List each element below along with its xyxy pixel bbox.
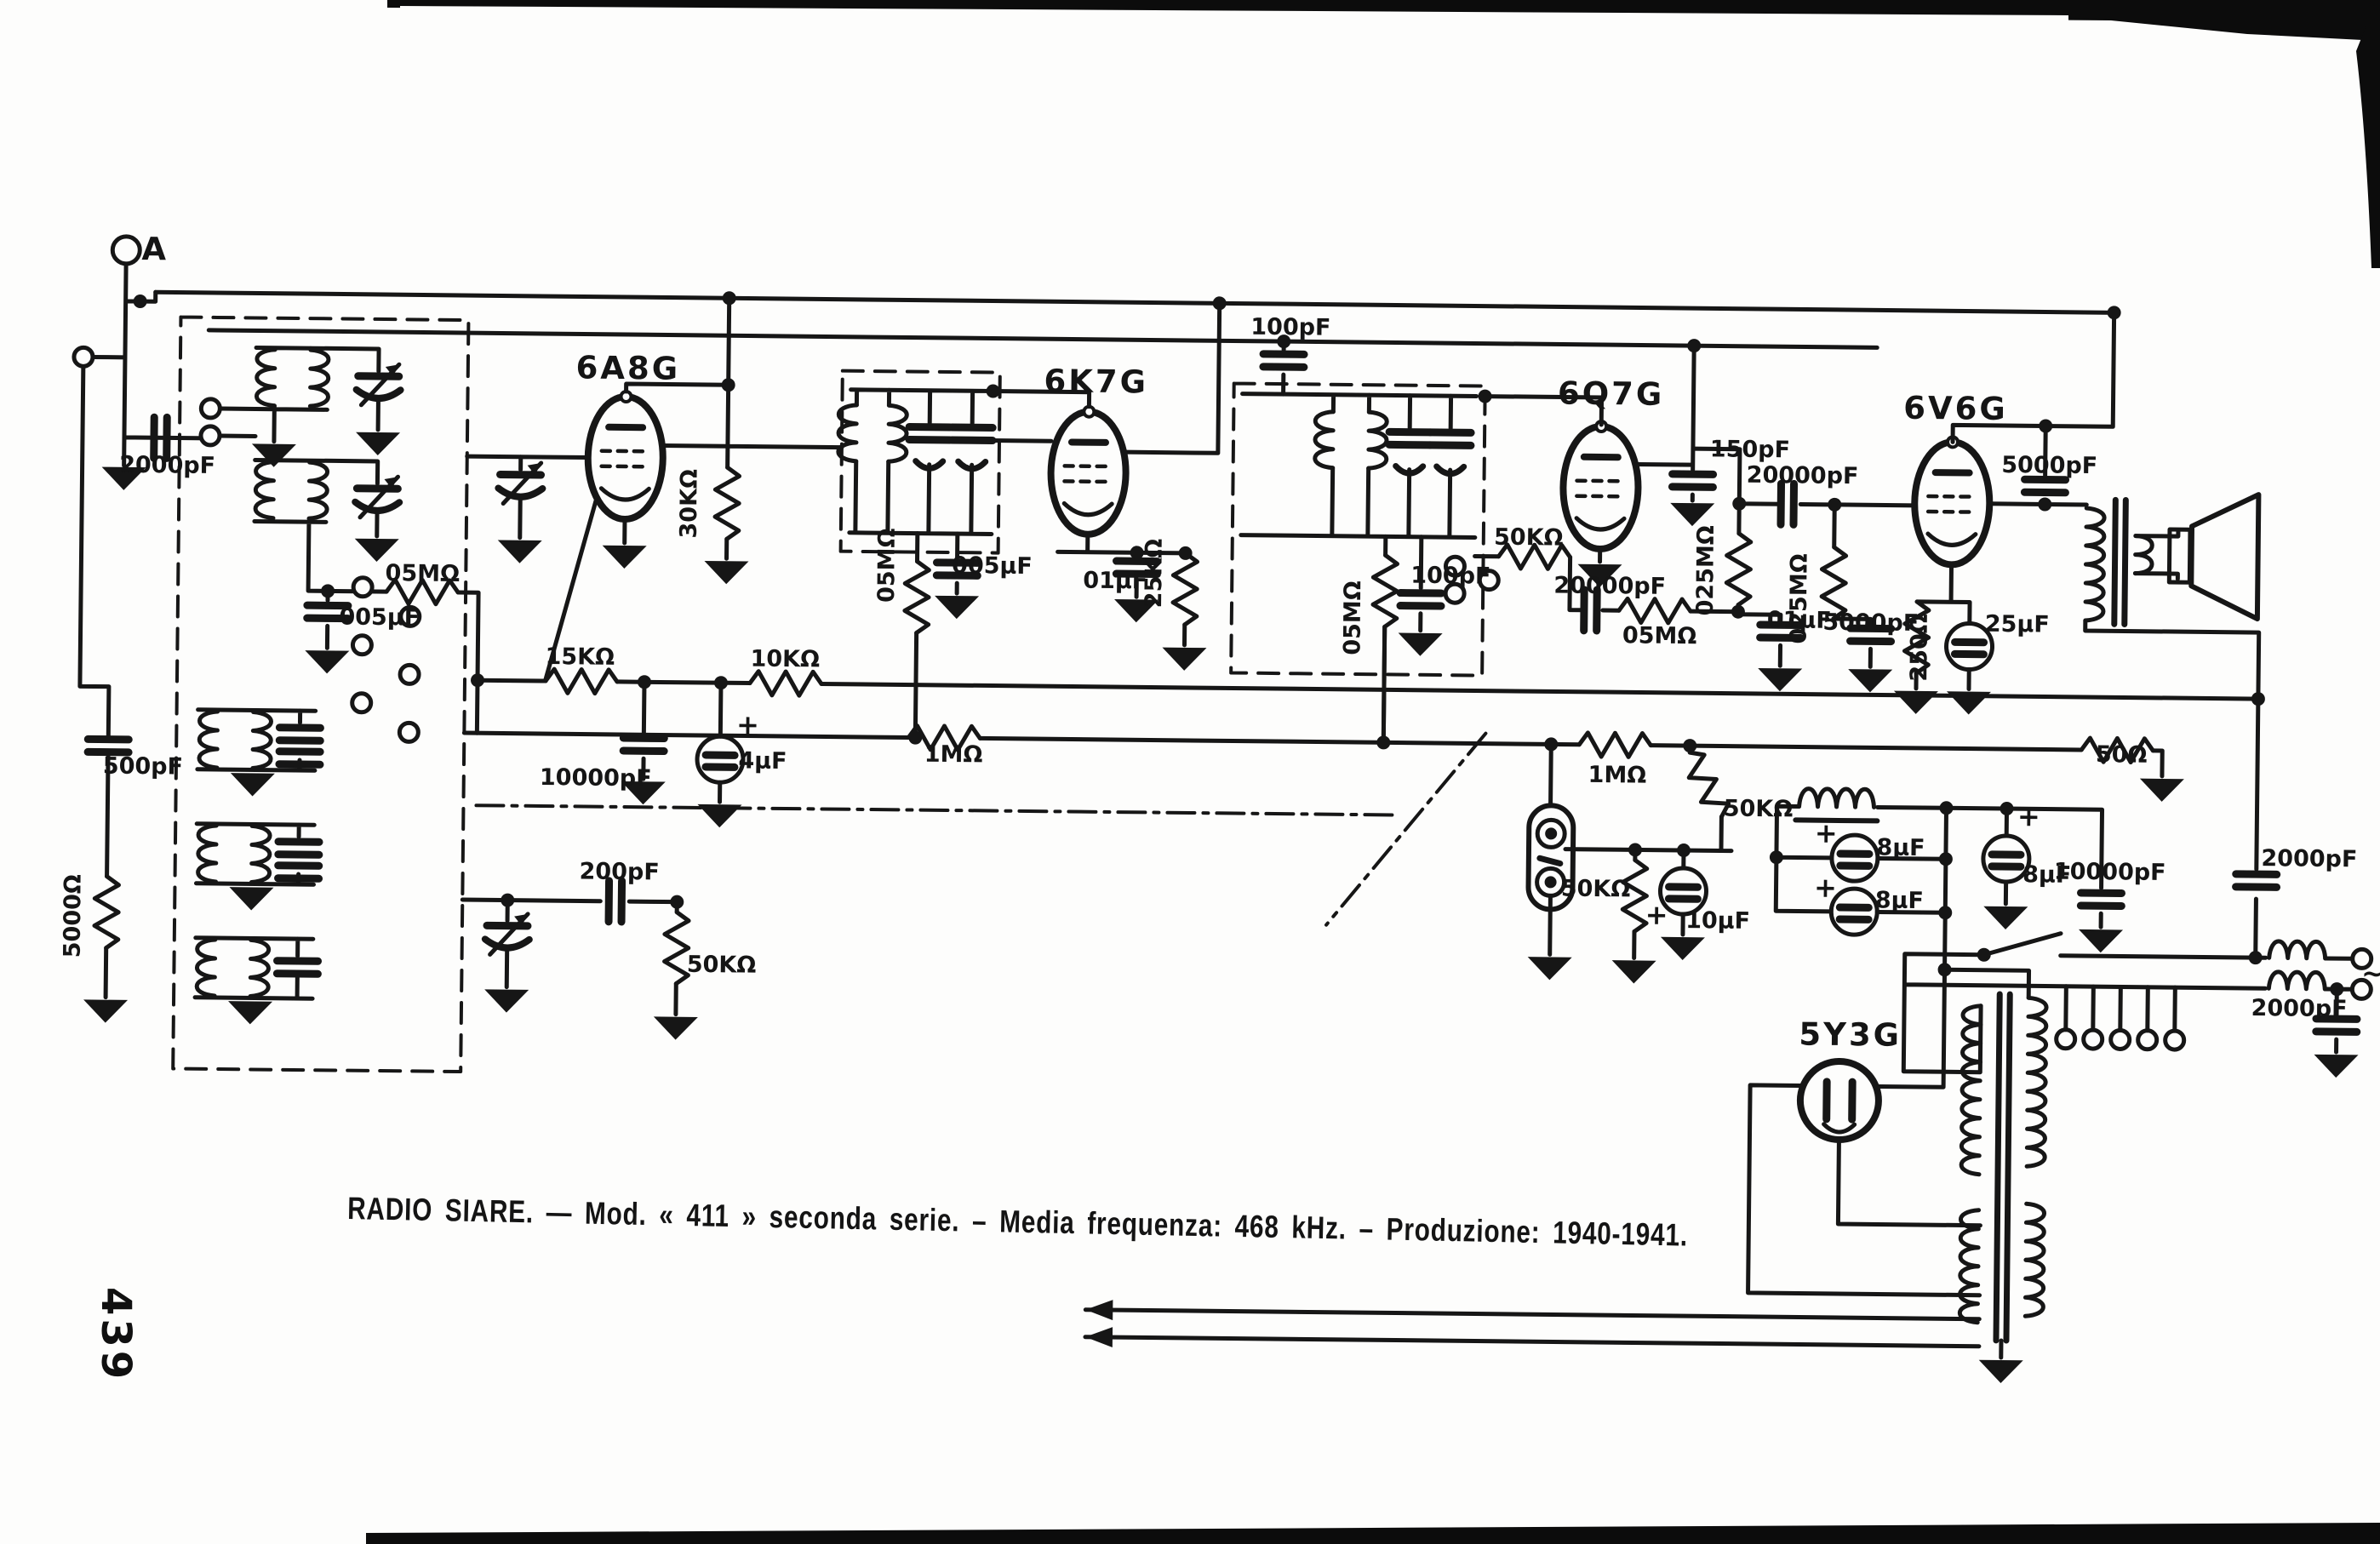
component-label: 01μF [1767, 607, 1832, 634]
component-label: 1MΩ [924, 741, 983, 769]
component-label: 5000pF [1822, 609, 1919, 637]
component-label: 100pF [1250, 314, 1330, 341]
component-label: 8μF [1876, 834, 1925, 861]
component-label: 20000pF [1553, 572, 1666, 599]
component-label: 1MΩ [1588, 762, 1646, 789]
component-label: 50Ω [2096, 741, 2148, 769]
component-label: 5000pF [2001, 452, 2097, 479]
component-label: + [1814, 872, 1837, 904]
component-label: 150pF [1710, 436, 1790, 463]
labels-layer: A 2000pF 500pF 5000Ω 05MΩ 005μF 6A8G 30KΩ 15KΩ 10… [60, 231, 2380, 1054]
component-label: 100pF [1410, 563, 1490, 590]
component-label: 01μF [1083, 568, 1147, 595]
component-label: 200pF [579, 858, 659, 885]
tube-label: 6K7G [1044, 363, 1148, 400]
tube-label: 6A8G [575, 349, 680, 386]
component-label: 05MΩ [385, 560, 460, 587]
component-label: 20000pF [1747, 462, 1859, 489]
component-label: 4μF [738, 747, 787, 775]
component-label: 250Ω [1906, 614, 1933, 682]
component-label: 50KΩ [1724, 796, 1794, 823]
component-label: 005μF [952, 552, 1033, 580]
component-label: 05MΩ [873, 528, 901, 603]
component-label: 15KΩ [545, 643, 615, 671]
caption: RADIO SIARE. — Mod. « 411 » seconda seri… [347, 1191, 1689, 1253]
component-label: ~ [2361, 957, 2380, 989]
component-label: + [2017, 800, 2040, 832]
scan-border-right [2356, 26, 2380, 268]
component-label: + [1815, 817, 1838, 849]
tube-label: 5Y3G [1799, 1015, 1902, 1053]
component-label: 005μF [339, 604, 420, 632]
component-label: 2000pF [119, 452, 215, 479]
component-label: 2000pF [2261, 845, 2357, 872]
component-label: 50KΩ [1561, 876, 1631, 903]
component-label: 05MΩ [1339, 580, 1366, 655]
component-label: 025MΩ [1692, 525, 1719, 616]
tube-label: A [141, 231, 169, 267]
component-label: 25μF [1985, 611, 2050, 638]
tube-label: 6V6G [1903, 390, 2008, 427]
component-label: 30KΩ [676, 469, 703, 539]
component-label: 25KΩ [1141, 539, 1168, 609]
component-label: 8μF [2022, 861, 2071, 889]
wires-layer [72, 234, 2379, 1387]
component-label: 10000pF [2054, 859, 2166, 886]
component-label: + [736, 708, 759, 741]
component-label: 5000Ω [60, 874, 87, 958]
component-label: 10KΩ [750, 646, 820, 673]
component-label: 025MΩ [1786, 553, 1813, 644]
scan-border-top [387, 0, 2380, 41]
component-label: 10000pF [540, 764, 652, 792]
component-label: 8μF [1875, 887, 1924, 914]
scan-border-bottom [366, 1523, 2380, 1544]
component-label: 10μF [1685, 907, 1750, 935]
component-label: + [1645, 899, 1668, 931]
component-label: 50KΩ [687, 952, 757, 979]
component-label: 2000pF [2251, 995, 2347, 1022]
tube-label: 6Q7G [1558, 375, 1665, 412]
component-label: 500pF [103, 753, 183, 781]
component-label: 05MΩ [1622, 622, 1697, 649]
page-number: 439 [92, 1287, 140, 1382]
component-label: 50KΩ [1494, 524, 1564, 552]
